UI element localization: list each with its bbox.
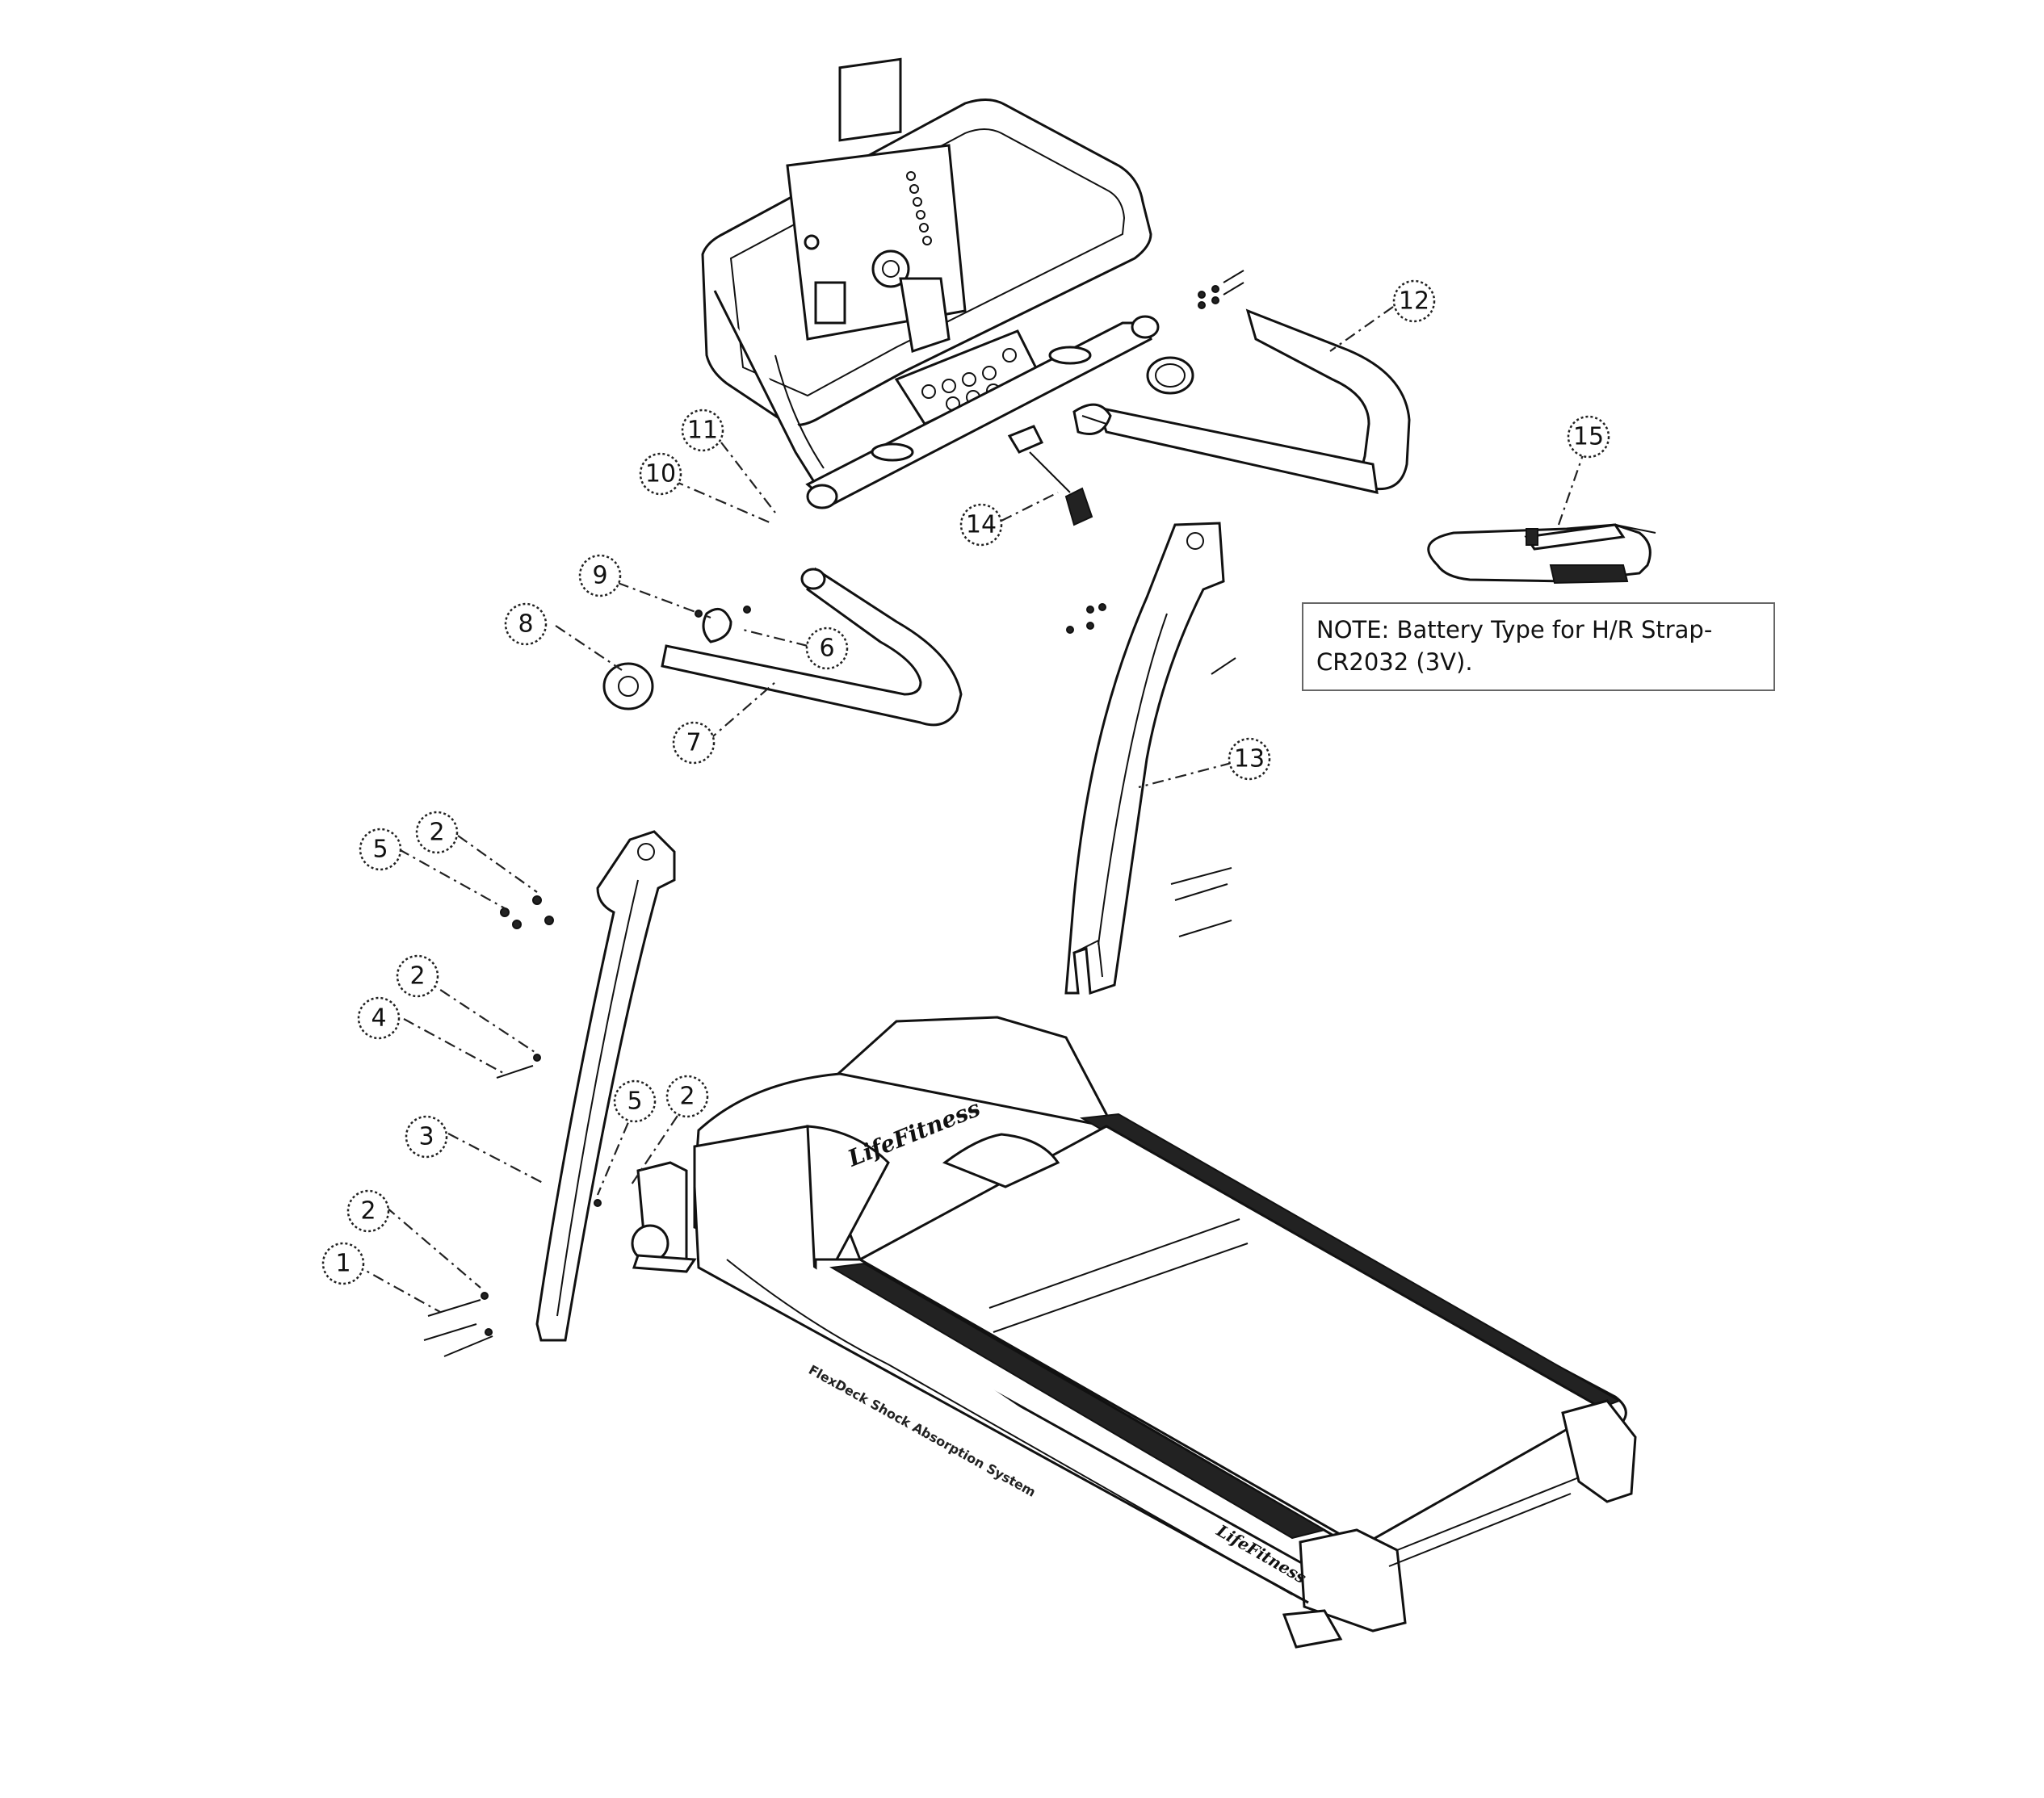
svg-text:1: 1 bbox=[335, 1250, 350, 1278]
callout-5b: 5 bbox=[613, 1079, 657, 1123]
callout-2c: 2 bbox=[665, 1075, 709, 1118]
callout-14: 14 bbox=[959, 503, 1003, 547]
svg-text:2: 2 bbox=[360, 1197, 376, 1226]
callout-2d: 2 bbox=[346, 1189, 390, 1233]
svg-text:2: 2 bbox=[409, 962, 425, 991]
svg-text:2: 2 bbox=[679, 1083, 695, 1111]
treadmill-base: LifeFitness FlexDeck Shock Absorption Sy… bbox=[631, 1016, 1637, 1649]
callout-8: 8 bbox=[504, 602, 548, 646]
svg-text:12: 12 bbox=[1399, 287, 1429, 316]
callout-10: 10 bbox=[639, 452, 682, 496]
left-handlebar bbox=[602, 567, 963, 727]
svg-text:2: 2 bbox=[429, 819, 444, 847]
svg-text:4: 4 bbox=[371, 1004, 386, 1033]
console-side-buttons bbox=[906, 171, 932, 245]
callout-1: 1 bbox=[321, 1242, 365, 1285]
safety-key bbox=[1007, 425, 1093, 526]
callout-4: 4 bbox=[357, 996, 401, 1040]
right-handlebar bbox=[1072, 308, 1411, 494]
svg-text:5: 5 bbox=[627, 1088, 642, 1116]
callout-2a: 2 bbox=[415, 811, 459, 854]
leader-lines bbox=[352, 306, 1587, 1313]
callout-12: 12 bbox=[1392, 279, 1436, 323]
callout-2b: 2 bbox=[396, 954, 439, 998]
right-upright bbox=[1064, 522, 1225, 995]
svg-text:6: 6 bbox=[819, 635, 834, 663]
heart-rate-strap bbox=[1427, 523, 1656, 585]
callout-balloons: 12 15 13 11 10 14 9 6 8 7 2 5 2 4 3 5 2 … bbox=[321, 279, 1610, 1285]
note-line-1: NOTE: Battery Type for H/R Strap- bbox=[1316, 616, 1713, 643]
note-line-2: CR2032 (3V). bbox=[1316, 648, 1473, 676]
callout-15: 15 bbox=[1567, 415, 1610, 459]
callout-5a: 5 bbox=[359, 828, 402, 871]
callout-9: 9 bbox=[578, 554, 622, 597]
upright-hardware-right bbox=[1066, 603, 1236, 937]
svg-text:11: 11 bbox=[687, 417, 718, 445]
svg-text:3: 3 bbox=[418, 1123, 434, 1151]
svg-text:13: 13 bbox=[1234, 745, 1265, 773]
callout-7: 7 bbox=[672, 721, 716, 765]
callout-6: 6 bbox=[805, 627, 849, 670]
callout-13: 13 bbox=[1228, 737, 1271, 781]
svg-text:9: 9 bbox=[592, 562, 607, 590]
svg-text:5: 5 bbox=[372, 836, 388, 864]
battery-note: NOTE: Battery Type for H/R Strap- CR2032… bbox=[1302, 602, 1775, 691]
callout-11: 11 bbox=[681, 409, 724, 452]
console-assembly bbox=[701, 57, 1160, 509]
svg-text:8: 8 bbox=[518, 610, 533, 639]
handlebar-hardware-right bbox=[1198, 270, 1244, 309]
svg-text:10: 10 bbox=[645, 460, 676, 488]
callout-3: 3 bbox=[405, 1115, 448, 1159]
svg-text:14: 14 bbox=[966, 511, 997, 539]
left-upright bbox=[535, 830, 676, 1342]
svg-text:7: 7 bbox=[686, 729, 701, 757]
svg-text:15: 15 bbox=[1573, 423, 1604, 451]
